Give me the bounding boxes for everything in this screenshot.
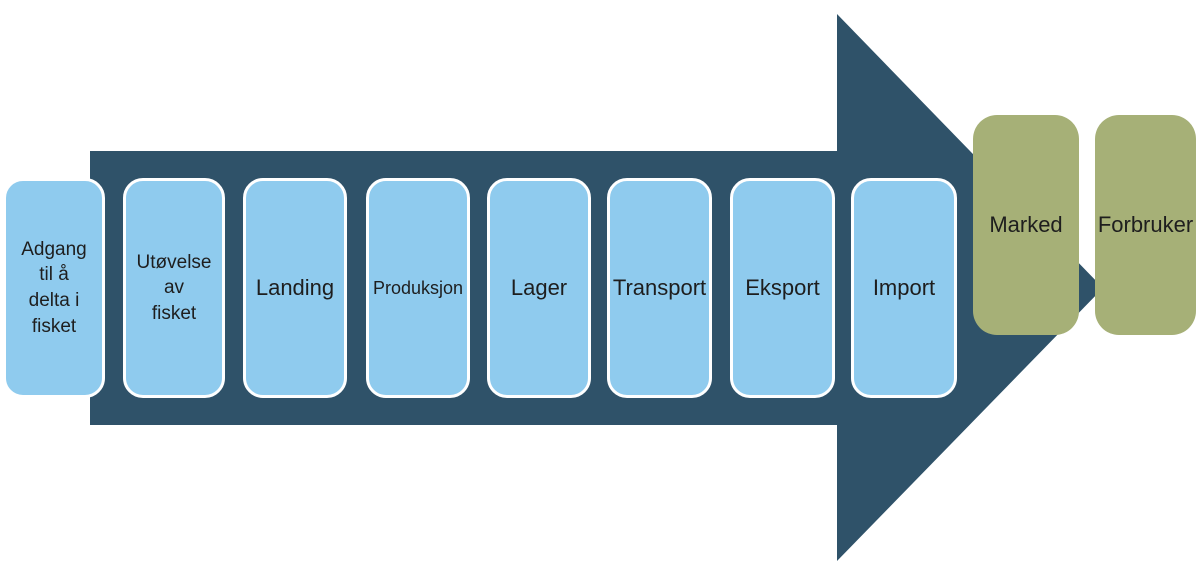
stage-produksjon: Produksjon [366,178,470,398]
node-forbruker: Forbruker [1095,115,1196,335]
stage-label: Produksjon [372,277,464,298]
end-node-label: Marked [989,212,1063,238]
stage-landing: Landing [243,178,347,398]
stage-lager: Lager [487,178,591,398]
stage-label: Landing [255,275,335,301]
stage-transport: Transport [607,178,712,398]
stage-label: Adgang til å delta i fisket [21,238,87,337]
stage-utovelse: Utøvelse av fisket [123,178,225,398]
flow-arrow-shape [90,14,1103,561]
end-node-label: Forbruker [1097,212,1194,238]
stage-label: Import [872,275,936,301]
stage-import: Import [851,178,957,398]
stage-adgang: Adgang til å delta i fisket [3,178,105,398]
stage-label: Transport [612,275,707,301]
stage-eksport: Eksport [730,178,835,398]
node-marked: Marked [973,115,1079,335]
stage-label: Eksport [745,275,820,301]
stage-label: Utøvelse av fisket [136,251,212,324]
stage-label: Lager [510,275,568,301]
